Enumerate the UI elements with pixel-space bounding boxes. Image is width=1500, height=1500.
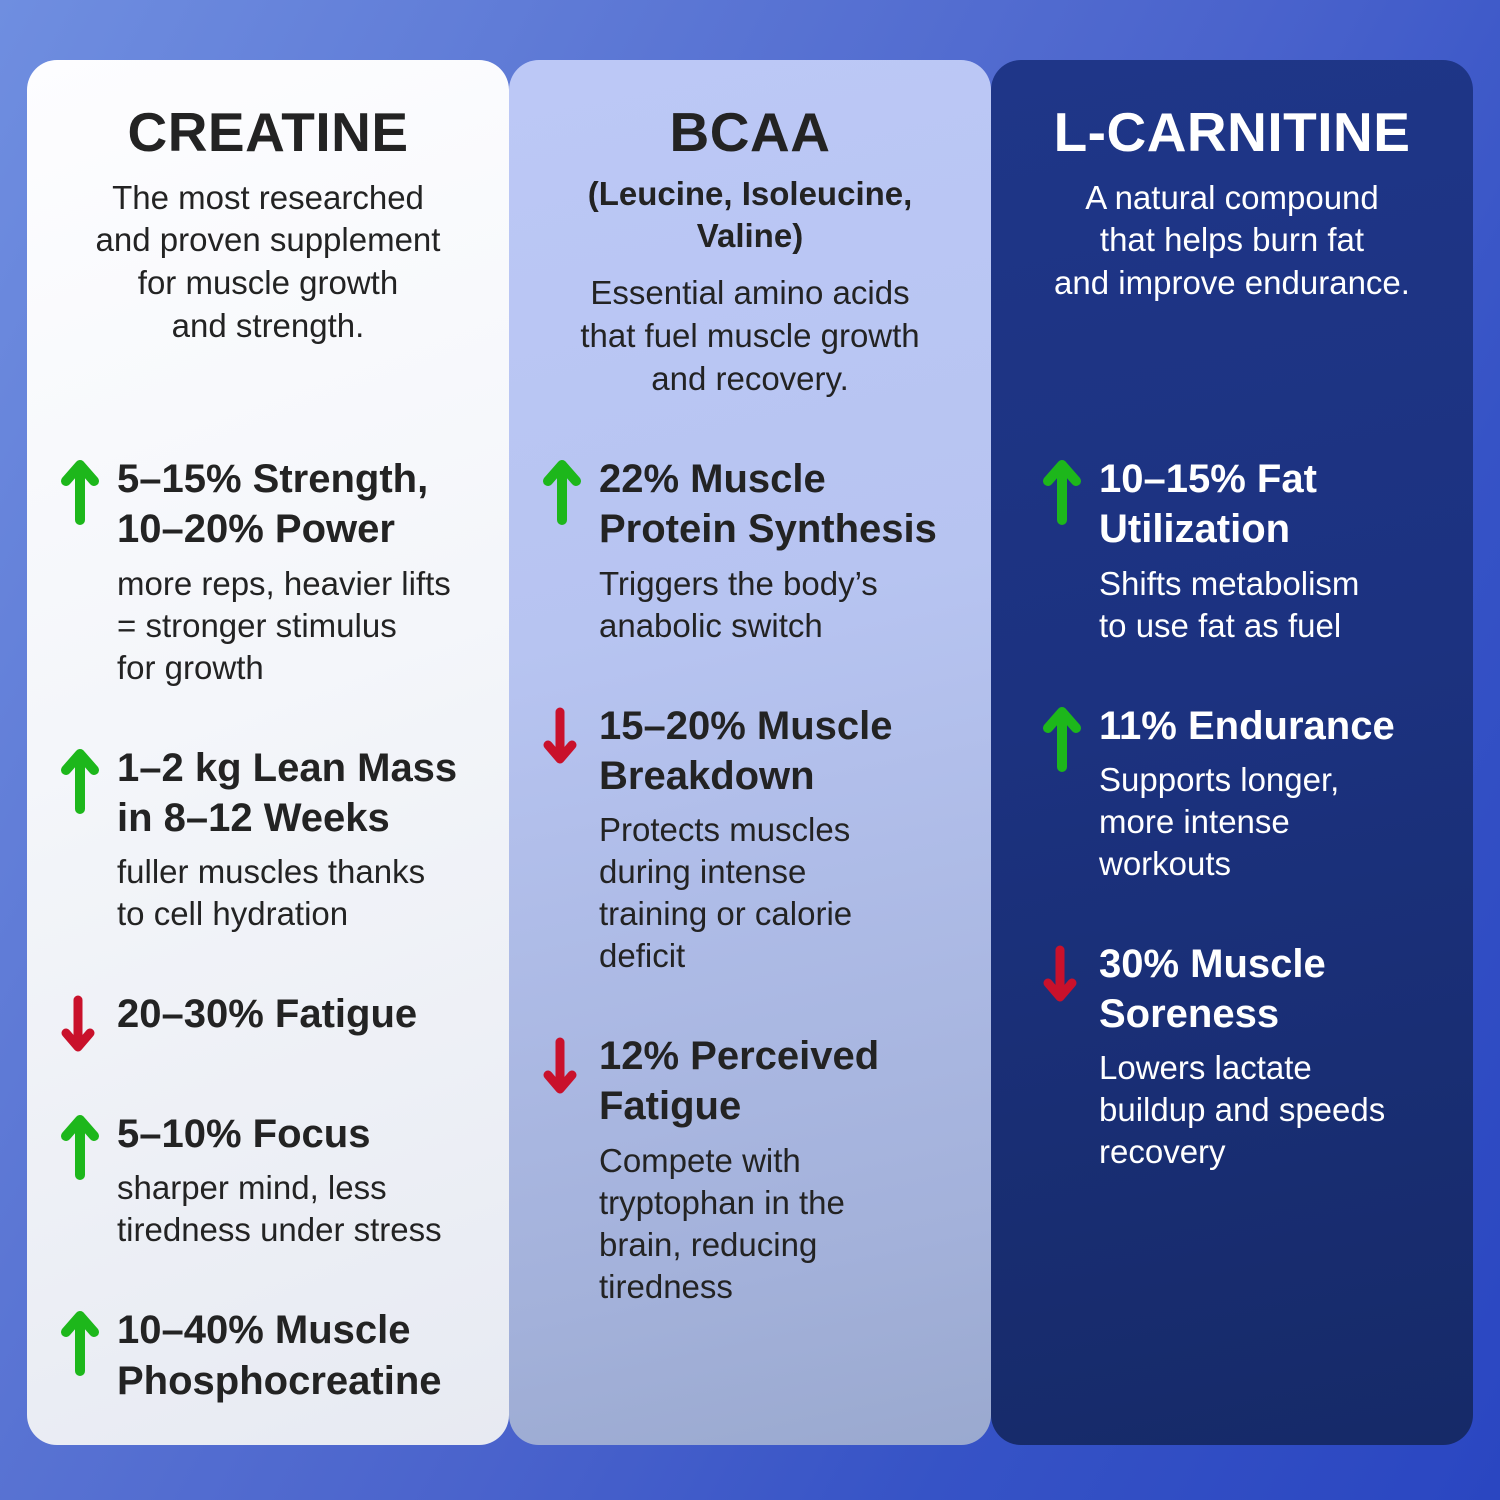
- column-creatine: CREATINE The most researched and proven …: [27, 60, 509, 1445]
- benefit-description: fuller muscles thanks to cell hydration: [117, 853, 426, 933]
- benefit-description: Protects muscles during intense training…: [599, 811, 853, 975]
- benefit-item: 22% Muscle Protein Synthesis Triggers th…: [543, 454, 965, 647]
- column-subtitle: A natural compound that helps burn fat a…: [1054, 178, 1410, 302]
- benefit-list: 22% Muscle Protein Synthesis Triggers th…: [509, 454, 991, 1307]
- up-arrow-icon: [1043, 706, 1081, 772]
- up-arrow-icon: [61, 1115, 99, 1181]
- benefit-heading: 5–10% Focus: [117, 1112, 371, 1157]
- column-subtitle: The most researched and proven supplemen…: [95, 178, 441, 345]
- benefit-description: Shifts metabolism to use fat as fuel: [1099, 564, 1360, 644]
- benefit-heading: 11% Endurance: [1099, 703, 1395, 748]
- benefit-description: Supports longer, more intense workouts: [1099, 760, 1340, 882]
- up-arrow-icon: [543, 460, 581, 525]
- down-arrow-icon: [543, 1037, 577, 1094]
- benefit-item: 10–40% Muscle Phosphocreatine: [61, 1305, 483, 1406]
- down-arrow-icon: [61, 995, 95, 1052]
- benefit-heading: 12% Perceived Fatigue: [599, 1034, 880, 1129]
- benefit-description: sharper mind, less tiredness under stres…: [117, 1169, 442, 1249]
- column-l-carnitine: L-CARNITINE A natural compound that help…: [991, 60, 1473, 1445]
- benefit-list: 10–15% Fat Utilization Shifts metabolism…: [991, 454, 1473, 1173]
- benefit-list: 5–15% Strength, 10–20% Power more reps, …: [27, 454, 509, 1406]
- up-arrow-icon: [61, 748, 99, 814]
- column-subtitle: Essential amino acids that fuel muscle g…: [580, 274, 920, 398]
- benefit-description: Triggers the body’s anabolic switch: [599, 564, 878, 644]
- benefit-heading: 20–30% Fatigue: [117, 992, 418, 1037]
- benefit-description: Lowers lactate buildup and speeds recove…: [1099, 1049, 1386, 1171]
- up-arrow-icon: [61, 460, 99, 525]
- column-title: L-CARNITINE: [1053, 101, 1411, 163]
- benefit-item: 5–10% Focus sharper mind, less tiredness…: [61, 1109, 483, 1251]
- benefit-item: 30% Muscle Soreness Lowers lactate build…: [1043, 939, 1447, 1174]
- benefit-item: 15–20% Muscle Breakdown Protects muscles…: [543, 701, 965, 977]
- benefit-heading: 1–2 kg Lean Mass in 8–12 Weeks: [117, 745, 458, 840]
- l-carnitine-header: L-CARNITINE A natural compound that help…: [991, 102, 1473, 454]
- comparison-columns: CREATINE The most researched and proven …: [27, 60, 1473, 1445]
- up-arrow-icon: [61, 1311, 99, 1377]
- benefit-heading: 30% Muscle Soreness: [1099, 941, 1326, 1037]
- benefit-item: 10–15% Fat Utilization Shifts metabolism…: [1043, 454, 1447, 647]
- column-title: BCAA: [669, 101, 831, 163]
- benefit-description: more reps, heavier lifts = stronger stim…: [117, 564, 451, 686]
- benefit-heading: 15–20% Muscle Breakdown: [599, 703, 893, 798]
- column-title: CREATINE: [127, 101, 409, 163]
- benefit-item: 11% Endurance Supports longer, more inte…: [1043, 701, 1447, 885]
- bcaa-header: BCAA (Leucine, Isoleucine, Valine) Essen…: [509, 102, 991, 454]
- column-subtitle-components: (Leucine, Isoleucine, Valine): [587, 174, 913, 255]
- benefit-heading: 10–15% Fat Utilization: [1099, 457, 1317, 552]
- benefit-item: 12% Perceived Fatigue Compete with trypt…: [543, 1031, 965, 1307]
- down-arrow-icon: [1043, 945, 1077, 1002]
- benefit-item: 20–30% Fatigue: [61, 989, 483, 1055]
- benefit-heading: 10–40% Muscle Phosphocreatine: [117, 1308, 442, 1403]
- benefit-heading: 22% Muscle Protein Synthesis: [599, 457, 937, 552]
- benefit-description: Compete with tryptophan in the brain, re…: [599, 1141, 845, 1305]
- benefit-item: 5–15% Strength, 10–20% Power more reps, …: [61, 454, 483, 689]
- up-arrow-icon: [1043, 460, 1081, 525]
- benefit-item: 1–2 kg Lean Mass in 8–12 Weeks fuller mu…: [61, 743, 483, 936]
- column-bcaa: BCAA (Leucine, Isoleucine, Valine) Essen…: [509, 60, 991, 1445]
- down-arrow-icon: [543, 707, 577, 764]
- creatine-header: CREATINE The most researched and proven …: [27, 102, 509, 454]
- benefit-heading: 5–15% Strength, 10–20% Power: [117, 457, 429, 552]
